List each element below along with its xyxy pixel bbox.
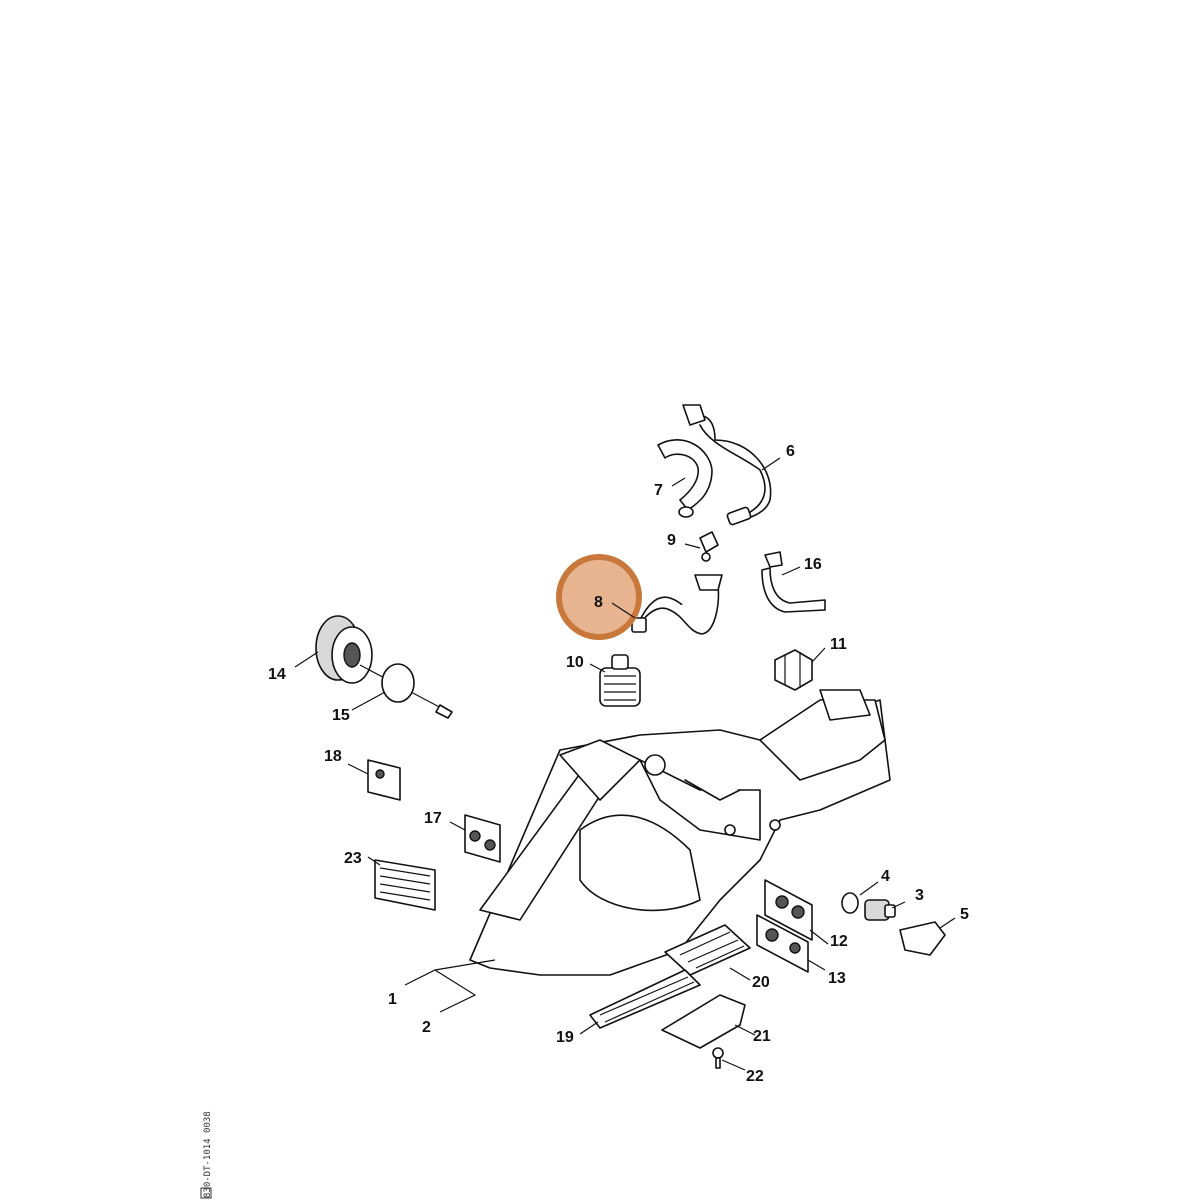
callout-13[interactable]: 13 [828, 970, 846, 987]
part-3[interactable] [864, 899, 896, 921]
hose-7[interactable] [657, 439, 713, 518]
callout-23[interactable]: 23 [344, 850, 362, 867]
callout-3[interactable]: 3 [915, 887, 924, 904]
callout-12[interactable]: 12 [830, 933, 848, 950]
sticker-18[interactable] [367, 759, 401, 801]
callout-20[interactable]: 20 [752, 974, 770, 991]
sticker-17[interactable] [464, 814, 501, 863]
callout-17[interactable]: 17 [424, 810, 442, 827]
sticker-23[interactable] [374, 859, 436, 911]
callouts: 1 2 3 4 5 6 7 8 9 10 11 12 13 14 15 16 1… [268, 443, 969, 1085]
callout-19[interactable]: 19 [556, 1029, 574, 1046]
hose-6[interactable] [682, 404, 772, 526]
callout-15[interactable]: 15 [332, 707, 350, 724]
callout-9[interactable]: 9 [667, 532, 676, 549]
ring-15[interactable] [381, 663, 415, 703]
callout-21[interactable]: 21 [753, 1028, 771, 1045]
callout-1[interactable]: 1 [388, 991, 397, 1008]
hose-16[interactable] [761, 551, 826, 613]
callout-5[interactable]: 5 [960, 906, 969, 923]
pickup-hose-8[interactable] [631, 574, 723, 635]
callout-18[interactable]: 18 [324, 748, 342, 765]
oil-pump-14[interactable] [315, 615, 453, 719]
screw-22[interactable] [712, 1047, 724, 1069]
sticker-12[interactable] [764, 879, 813, 941]
callout-16[interactable]: 16 [804, 556, 822, 573]
callout-10[interactable]: 10 [566, 654, 584, 671]
elbow-fitting-9[interactable] [699, 531, 719, 562]
callout-14[interactable]: 14 [268, 666, 286, 683]
pad-20[interactable] [664, 924, 751, 976]
drawing-code: 830-DT-1014 0038 [203, 1111, 213, 1198]
callout-8[interactable]: 8 [594, 594, 603, 611]
fuel-filter-10[interactable] [599, 654, 641, 707]
drawing-code-box [200, 1187, 212, 1199]
callout-11[interactable]: 11 [830, 636, 847, 653]
part-5[interactable] [899, 921, 946, 956]
callout-4[interactable]: 4 [881, 868, 890, 885]
highlight-circle [556, 554, 642, 640]
callout-2[interactable]: 2 [422, 1019, 431, 1036]
sticker-13[interactable] [756, 914, 809, 973]
pad-19[interactable] [589, 969, 701, 1029]
leader-lines [294, 457, 956, 1071]
callout-7[interactable]: 7 [654, 482, 663, 499]
callout-22[interactable]: 22 [746, 1068, 764, 1085]
part-11[interactable] [774, 649, 813, 691]
oring-4[interactable] [841, 892, 859, 914]
callout-6[interactable]: 6 [786, 443, 795, 460]
cover-21[interactable] [661, 994, 746, 1049]
main-housing[interactable] [469, 689, 891, 976]
